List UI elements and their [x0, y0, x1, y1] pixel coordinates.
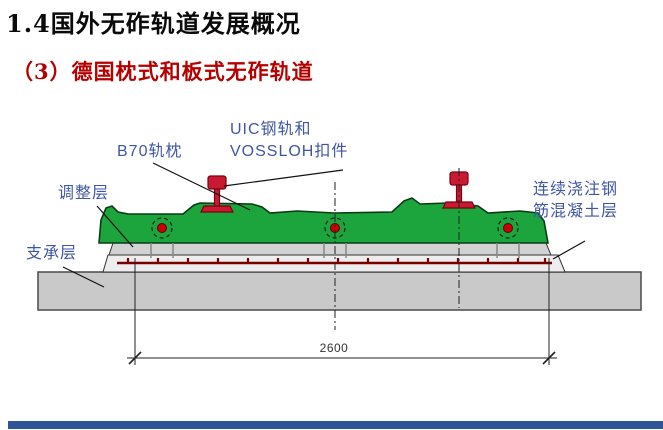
label-reinforced-concrete-layer: 连续浇注钢 筋混凝土层: [533, 179, 618, 223]
footer-accent-bar: [8, 421, 663, 429]
adjustment-layer-shape: [108, 242, 552, 256]
sleeper-slab-shape: [98, 197, 549, 244]
dowel-right: [496, 217, 520, 258]
dimension-value: 2600: [319, 341, 349, 355]
page-subtitle: （3）德国枕式和板式无砟轨道: [12, 59, 314, 84]
centerlines: [334, 168, 460, 330]
label-uic-line2: VOSSLOH扣件: [230, 143, 349, 160]
dimension-2600: [127, 258, 557, 365]
label-concrete-line1: 连续浇注钢: [533, 181, 619, 198]
dowel-left: [150, 217, 174, 258]
support-layer-shape: [37, 271, 642, 311]
leader-lines: [62, 162, 586, 288]
label-support-layer: 支承层: [26, 245, 78, 262]
label-b70-sleeper: B70轨枕: [117, 143, 183, 160]
label-adjustment-layer: 调整层: [58, 185, 110, 202]
label-uic-line1: UIC钢轨和: [230, 121, 312, 138]
page-title: 1.4国外无砟轨道发展概况: [6, 9, 301, 38]
label-concrete-line2: 筋混凝土层: [533, 203, 619, 220]
label-uic-rail-fastener: UIC钢轨和 VOSSLOH扣件: [230, 119, 348, 163]
